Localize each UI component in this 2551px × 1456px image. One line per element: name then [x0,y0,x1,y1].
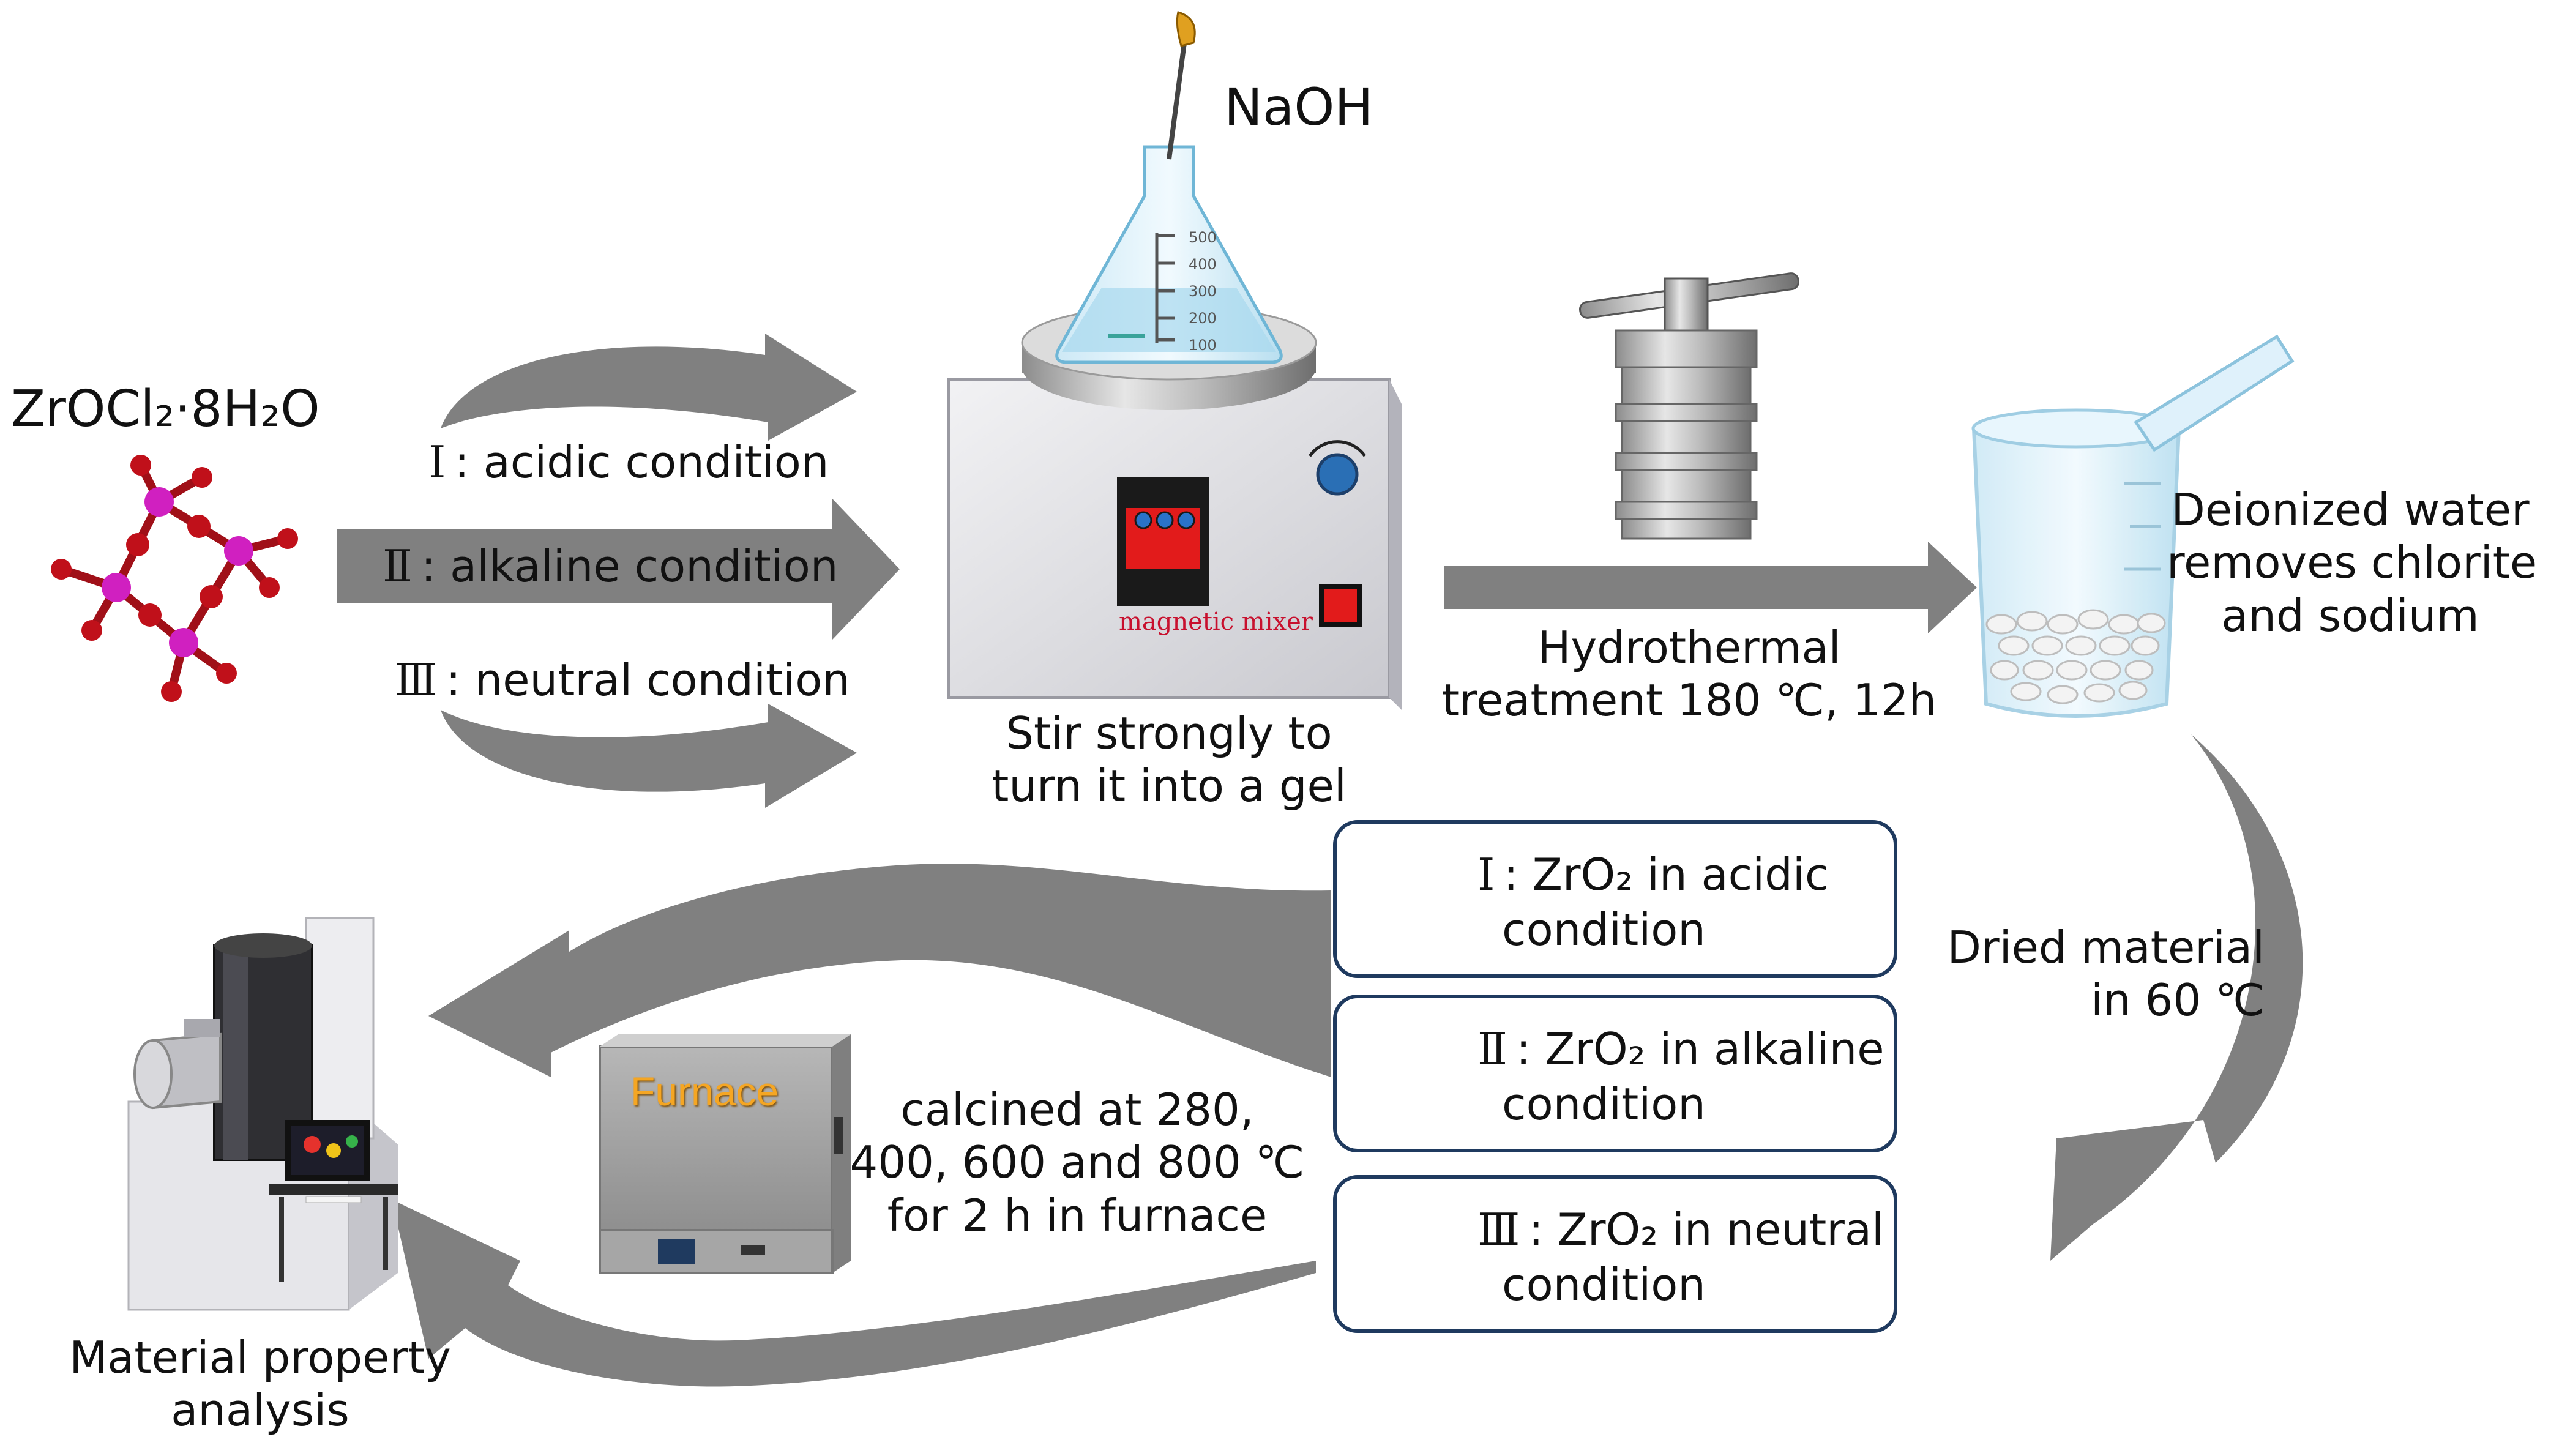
furnace-label: Furnace [630,1069,779,1114]
hydrothermal-arrow [1444,542,1977,633]
product-alkaline-numeral: Ⅱ [1477,1023,1507,1075]
analysis-line1: Material property [69,1332,451,1383]
flask-scale-500: 500 [1189,229,1217,246]
pouring-vessel [2134,334,2295,452]
calcination-line2: 400, 600 and 800 ℃ [850,1137,1305,1189]
product-acidic-line1: : ZrO₂ in acidic [1503,849,1829,900]
mixer-caption: Stir strongly to turn it into a gel [955,707,1383,813]
drying-caption: Dried material in 60 ℃ [1946,921,2265,1027]
product-neutral-line2: condition [1502,1259,1706,1310]
flask-scale: 500 400 300 200 100 [1189,224,1217,359]
product-box-neutral: Ⅲ: ZrO₂ in neutral condition [1333,1175,1897,1333]
washing-line1: Deionized water [2171,484,2530,536]
drying-line2: in 60 ℃ [2091,974,2265,1026]
flask-scale-400: 400 [1189,256,1217,273]
condition-alkaline-text: : alkaline condition [420,540,839,592]
condition-acidic-numeral: Ⅰ [428,436,446,488]
product-alkaline-line1: : ZrO₂ in alkaline [1515,1023,1884,1075]
curved-arrow-acidic [441,334,857,441]
condition-neutral-text: : neutral condition [446,654,850,706]
product-acidic-line2: condition [1502,904,1706,955]
precursor-molecule [51,455,298,702]
product-acidic-numeral: Ⅰ [1477,849,1495,900]
hydrothermal-line2: treatment 180 ℃, 12h [1441,674,1937,726]
dropper-icon [1167,42,1187,160]
precursor-formula: ZrOCl₂·8H₂O [11,380,320,438]
product-alkaline-line2: condition [1502,1078,1706,1130]
condition-alkaline-label: Ⅱ: alkaline condition [383,540,838,592]
condition-acidic-label: Ⅰ: acidic condition [428,436,829,488]
drying-line1: Dried material [1947,922,2265,973]
product-neutral-line1: : ZrO₂ in neutral [1528,1204,1884,1255]
washing-beaker [1971,334,2295,718]
hydrothermal-line1: Hydrothermal [1537,622,1841,673]
product-box-acidic: Ⅰ: ZrO₂ in acidic condition [1333,820,1897,978]
analysis-line2: analysis [171,1384,349,1436]
washing-line2: removes chlorite [2167,537,2538,589]
analysis-instrument [127,917,398,1311]
mixer-device-label: magnetic mixer [1119,608,1313,636]
product-box-alkaline: Ⅱ: ZrO₂ in alkaline condition [1333,995,1897,1152]
calcination-line1: calcined at 280, [900,1084,1254,1135]
analysis-caption: Material property analysis [37,1331,484,1437]
straight-arrow-alkaline [337,499,900,640]
product-neutral-text: Ⅲ: ZrO₂ in neutral condition [1477,1202,1884,1312]
arrow-to-analysis-upper [428,864,1331,1077]
arrow-to-analysis-lower [392,1200,1316,1387]
mixer-caption-line2: turn it into a gel [992,760,1346,812]
hydrothermal-caption: Hydrothermal treatment 180 ℃, 12h [1426,621,1952,727]
condition-neutral-label: Ⅲ: neutral condition [395,654,850,706]
drying-arrow [2050,734,2303,1261]
condition-alkaline-numeral: Ⅱ [383,540,413,592]
product-neutral-numeral: Ⅲ [1477,1204,1520,1255]
curved-arrow-neutral [441,704,857,808]
mixer-caption-line1: Stir strongly to [1006,707,1332,759]
washing-line3: and sodium [2221,589,2479,641]
flask-scale-100: 100 [1189,337,1217,354]
flask-scale-300: 300 [1189,283,1217,300]
product-acidic-text: Ⅰ: ZrO₂ in acidic condition [1477,847,1829,957]
arrows [337,334,2303,1387]
mixer-knob-icon [1316,453,1359,496]
washing-caption: Deionized water removes chlorite and sod… [2167,483,2538,642]
condition-neutral-numeral: Ⅲ [395,654,438,706]
product-alkaline-text: Ⅱ: ZrO₂ in alkaline condition [1477,1021,1884,1132]
hydrothermal-autoclave [1578,272,1800,540]
reagent-label: NaOH [1224,77,1373,137]
calcination-line3: for 2 h in furnace [887,1189,1268,1241]
beaker-solid [1985,609,2166,704]
condition-acidic-text: : acidic condition [454,436,829,488]
calcination-caption: calcined at 280, 400, 600 and 800 ℃ for … [839,1083,1316,1242]
furnace [599,1034,851,1274]
flask-scale-200: 200 [1189,310,1217,327]
magnetic-mixer [947,11,1402,710]
